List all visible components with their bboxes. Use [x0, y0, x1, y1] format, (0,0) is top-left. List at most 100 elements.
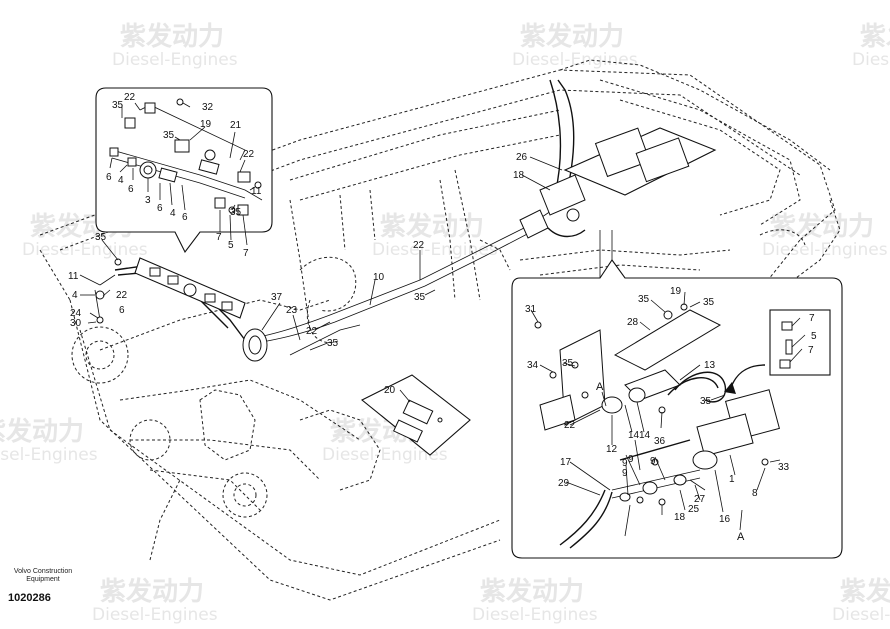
- watermark-brand-en: Diesel-Engines: [22, 240, 148, 260]
- watermark-brand-en: Diesel-Engines: [852, 50, 890, 70]
- callout-label-37: 37: [271, 292, 283, 303]
- callout-label-14: 14: [628, 430, 640, 441]
- callout-label-22: 22: [413, 240, 425, 251]
- company-name-line1: Volvo Construction: [13, 568, 73, 575]
- callout-label-9: 9: [622, 458, 628, 469]
- section-mark-A: A: [596, 381, 604, 393]
- section-marks: AA: [596, 381, 745, 543]
- watermark-brand-cn: 紫发动力: [520, 21, 624, 52]
- callout-label-19: 19: [670, 286, 682, 297]
- callout-label-18: 18: [513, 170, 525, 181]
- callout-label-35: 35: [163, 130, 175, 141]
- callout-label-30: 30: [70, 318, 82, 329]
- callout-label-4: 4: [118, 175, 124, 186]
- callout-label-20: 20: [384, 385, 396, 396]
- callout-label-35: 35: [638, 294, 650, 305]
- callout-label-16: 16: [719, 514, 731, 525]
- callout-label-28: 28: [627, 317, 639, 328]
- detail-panel-top-left: [95, 87, 273, 254]
- callout-label-11: 11: [68, 271, 79, 282]
- callout-label-35: 35: [327, 338, 339, 349]
- watermark-brand-en: Diesel-Engines: [832, 605, 890, 625]
- watermark-brand-cn: 紫发动力: [770, 211, 874, 242]
- callout-label-8: 8: [752, 488, 758, 499]
- watermark-brand-en: Diesel-Engines: [472, 605, 598, 625]
- callout-label-24: 24: [70, 308, 82, 319]
- callout-label-35: 35: [703, 297, 715, 308]
- callout-label-6: 6: [157, 203, 163, 214]
- callout-label-35: 35: [112, 100, 124, 111]
- callout-label-12: 12: [606, 444, 618, 455]
- callout-label-32: 32: [202, 102, 214, 113]
- callout-label-4: 4: [72, 290, 78, 301]
- callout-label-9: 9: [650, 456, 656, 467]
- callout-label-26: 26: [516, 152, 528, 163]
- watermark-brand-en: Diesel-Engines: [92, 605, 218, 625]
- watermark-brand-cn: 紫发动力: [480, 576, 584, 607]
- callout-label-19: 19: [200, 119, 212, 130]
- callout-label-35: 35: [700, 396, 712, 407]
- callout-label-25: 25: [688, 504, 700, 515]
- callout-label-35: 35: [230, 207, 242, 218]
- heater-assembly: [519, 127, 717, 239]
- callout-label-6: 6: [119, 305, 125, 316]
- callout-label-7: 7: [243, 248, 249, 259]
- callout-label-13: 13: [704, 360, 716, 371]
- callout-label-18: 18: [674, 512, 686, 523]
- watermark-brand-en: Diesel-Engines: [372, 240, 498, 260]
- section-mark-A: A: [737, 531, 745, 543]
- callout-label-23: 23: [286, 305, 298, 316]
- callout-label-27: 27: [694, 494, 706, 505]
- watermark-brand-en: Diesel-Engines: [0, 445, 98, 465]
- item-20-detail: [360, 374, 471, 456]
- callout-label-31: 31: [525, 304, 537, 315]
- callout-label-11: 11: [251, 186, 262, 197]
- callout-label-9: 9: [622, 468, 628, 479]
- callout-label-5: 5: [228, 240, 234, 251]
- company-name-line2: Equipment: [26, 576, 60, 583]
- callout-label-7: 7: [809, 313, 815, 324]
- callout-label-5: 5: [811, 331, 817, 342]
- callout-label-35: 35: [95, 232, 107, 243]
- watermark-brand-cn: 紫发动力: [860, 21, 890, 52]
- footer: Volvo Construction Equipment 1020286: [8, 568, 78, 604]
- callout-label-1: 1: [729, 474, 735, 485]
- callout-label-9: 9: [628, 454, 634, 465]
- document-number: 1020286: [8, 592, 51, 604]
- watermark-brand-en: Diesel-Engines: [112, 50, 238, 70]
- callout-label-6: 6: [106, 172, 112, 183]
- callout-label-7: 7: [808, 345, 814, 356]
- watermark-brand-en: Diesel-Engines: [512, 50, 638, 70]
- watermark-brand-cn: 紫发动力: [840, 576, 890, 607]
- callout-label-7: 7: [216, 232, 222, 243]
- callout-label-10: 10: [373, 272, 385, 283]
- callout-label-3: 3: [145, 195, 151, 206]
- callout-label-17: 17: [560, 457, 572, 468]
- harness-connector-strip: [95, 257, 246, 324]
- watermark-brand-cn: 紫发动力: [380, 211, 484, 242]
- callout-label-6: 6: [182, 212, 188, 223]
- watermark-brand-en: Diesel-Engines: [322, 445, 448, 465]
- callout-label-22: 22: [564, 420, 576, 431]
- callout-label-21: 21: [230, 120, 242, 131]
- callout-label-29: 29: [558, 478, 570, 489]
- watermark-brand-cn: 紫发动力: [0, 416, 84, 447]
- callout-label-22: 22: [124, 92, 136, 103]
- watermark-brand-en: Diesel-Engines: [762, 240, 888, 260]
- callout-label-22: 22: [306, 326, 318, 337]
- callout-label-36: 36: [654, 436, 666, 447]
- detail-panel-right: [511, 230, 843, 559]
- callout-label-22: 22: [116, 290, 128, 301]
- callout-label-14: 14: [639, 430, 651, 441]
- callout-label-35: 35: [414, 292, 426, 303]
- callout-label-33: 33: [778, 462, 790, 473]
- callout-label-35: 35: [562, 358, 574, 369]
- callout-label-4: 4: [170, 208, 176, 219]
- callout-label-34: 34: [527, 360, 539, 371]
- watermark-brand-cn: 紫发动力: [120, 21, 224, 52]
- callout-label-6: 6: [128, 184, 134, 195]
